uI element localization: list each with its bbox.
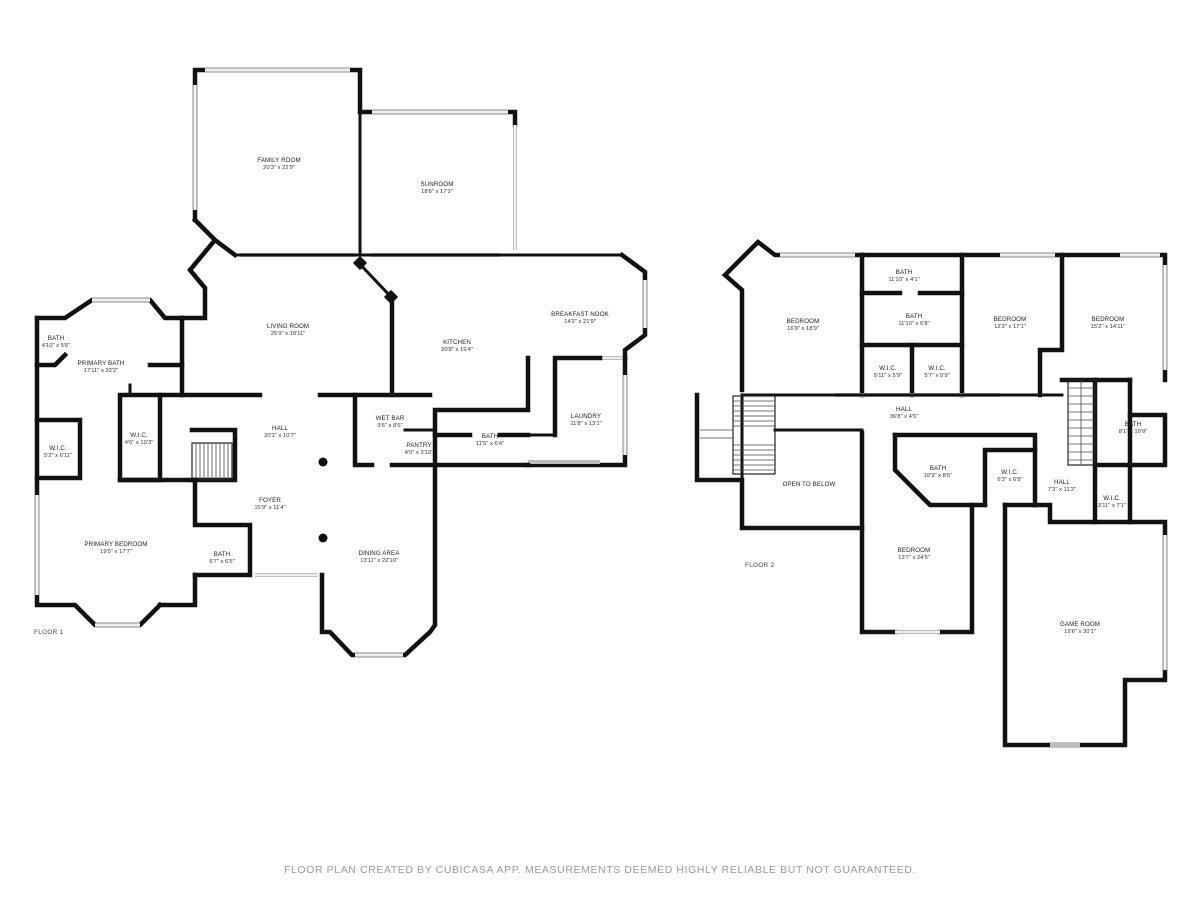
room-dimensions: 20'1" x 10'7" (264, 433, 296, 439)
room-name: W.I.C. (1103, 495, 1121, 502)
floor-2-plan (694, 239, 1168, 748)
room-name: BATH (482, 433, 498, 440)
room-dimensions: 13'7" x 24'5" (898, 555, 930, 561)
room-name: LIVING ROOM (267, 323, 309, 330)
room-dimensions: 10'9" x 8'6" (924, 473, 953, 479)
room-name: BREAKFAST NOOK (551, 311, 609, 318)
room-dimensions: 36'8" x 4'5" (890, 414, 919, 420)
floor-2-labels: BATH 11'10" x 4'1" BATH 11'10" x 6'8" BE… (745, 269, 1147, 635)
room-dimensions: 17'11" x 22'2" (84, 368, 119, 374)
room-dimensions: 4'6" x 10'3" (125, 440, 154, 446)
room-dimensions: 20'3" x 22'9" (263, 165, 295, 171)
floor-1-labels: FAMILY ROOM 20'3" x 22'9" SUNROOM 18'6" … (34, 157, 610, 636)
room-dimensions: 6'3" x 6'8" (997, 477, 1022, 483)
room-name: PRIMARY BATH (78, 360, 125, 367)
room-dimensions: 5'2" x 6'11" (44, 453, 72, 459)
footer-disclaimer: FLOOR PLAN CREATED BY CUBICASA APP. MEAS… (284, 864, 916, 876)
room-name: PRIMARY BEDROOM (84, 541, 147, 548)
room-name: BATH (1125, 421, 1141, 428)
room-dimensions: 4'10" x 5'6" (42, 343, 71, 349)
room-dimensions: 14'2" x 21'9" (564, 319, 596, 325)
room-dimensions: 9'6" x 8'6" (377, 423, 402, 429)
room-name: HALL (896, 406, 912, 413)
room-name: KITCHEN (443, 339, 471, 346)
room-name: OPEN TO BELOW (783, 481, 836, 488)
room-dimensions: 13'11" x 22'10" (360, 558, 398, 564)
room-name: W.I.C. (130, 432, 148, 439)
room-name: W.I.C. (49, 445, 67, 452)
room-name: WET BAR (376, 415, 405, 422)
room-name: BATH (896, 269, 912, 276)
room-name: BEDROOM (787, 318, 820, 325)
room-dimensions: 16'9" x 18'9" (787, 326, 819, 332)
room-name: BEDROOM (1092, 316, 1125, 323)
room-name: BEDROOM (994, 316, 1027, 323)
room-name: GAME ROOM (1060, 621, 1100, 628)
floor-1-label: FLOOR 1 (34, 629, 64, 636)
room-dimensions: 15'9" x 11'4" (254, 505, 285, 511)
room-dimensions: 3'11" x 7'1" (1098, 503, 1126, 509)
room-dimensions: 18'6" x 17'2" (421, 189, 453, 195)
room-dimensions: 15'2" x 14'11" (1091, 324, 1126, 330)
room-name: PANTRY (406, 442, 431, 449)
room-name: W.I.C. (928, 365, 946, 372)
room-dimensions: 25'9" x 18'11" (271, 331, 306, 337)
room-dimensions: 7'2" x 11'2" (1048, 487, 1076, 493)
floor-2-label: FLOOR 2 (745, 562, 775, 569)
room-name: BEDROOM (898, 547, 931, 554)
floor-1-plan (34, 67, 648, 658)
room-dimensions: 19'6" x 30'1" (1064, 629, 1096, 635)
room-dimensions: 11'10" x 4'1" (888, 277, 919, 283)
room-name: BATH (930, 465, 946, 472)
room-name: LAUNDRY (571, 413, 601, 420)
room-dimensions: 11'8" x 13'1" (570, 421, 601, 427)
room-dimensions: 6'7" x 6'5" (209, 559, 234, 565)
room-name: FOYER (259, 497, 281, 504)
room-name: BATH (48, 335, 64, 342)
room-dimensions: 19'5" x 17'7" (100, 549, 132, 555)
room-dimensions: 20'8" x 19'4" (441, 347, 473, 353)
room-name: FAMILY ROOM (257, 157, 301, 164)
room-name: SUNROOM (420, 181, 453, 188)
room-dimensions: 4'0" x 3'10" (405, 450, 434, 456)
room-dimensions: 11'5" x 6'4" (476, 441, 504, 447)
room-dimensions: 5'7" x 5'9" (924, 373, 949, 379)
room-name: BATH (906, 313, 922, 320)
room-dimensions: 12'2" x 17'1" (994, 324, 1026, 330)
room-name: BATH (214, 551, 230, 558)
room-dimensions: 5'11" x 5'9" (874, 373, 902, 379)
room-name: W.I.C. (1001, 469, 1019, 476)
room-dimensions: 11'10" x 6'8" (898, 321, 929, 327)
room-name: DINING AREA (359, 550, 401, 557)
room-name: HALL (272, 425, 288, 432)
room-dimensions: 8'1" x 10'9" (1119, 429, 1148, 435)
room-name: HALL (1054, 479, 1070, 486)
room-name: W.I.C. (879, 365, 897, 372)
